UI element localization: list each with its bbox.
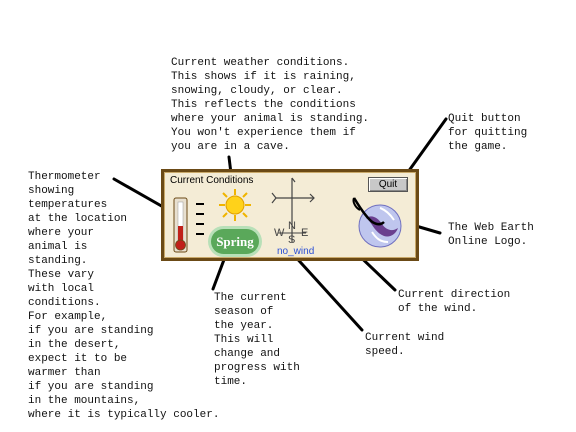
annotation-quit: Quit button for quitting the game. <box>448 113 528 153</box>
annotation-wind-direction: Current direction of the wind. <box>398 289 511 315</box>
leader-wind-speed <box>290 251 364 332</box>
annotation-logo: The Web Earth Online Logo. <box>448 222 534 248</box>
season-badge: Spring <box>211 229 259 254</box>
wind-speed-value: no_wind <box>277 246 315 257</box>
sun-icon <box>219 189 251 221</box>
season-label: Spring <box>216 234 254 249</box>
compass-north-label: N <box>288 220 296 232</box>
compass-south-label: S <box>288 234 295 246</box>
panel-title: Current Conditions <box>170 175 254 186</box>
annotation-weather: Current weather conditions. This shows i… <box>171 57 370 153</box>
quit-button[interactable]: Quit <box>368 177 408 192</box>
current-conditions-panel: Current Conditions Quit Spring <box>161 169 419 261</box>
wind-direction-indicator: N S E W <box>271 177 315 246</box>
annotation-season: The current season of the year. This wil… <box>214 292 300 388</box>
annotation-thermometer: Thermometer showing temperatures at the … <box>28 171 220 421</box>
annotation-wind-speed: Current wind speed. <box>365 332 445 358</box>
leader-quit <box>406 117 448 174</box>
thermometer-icon <box>173 197 204 253</box>
web-earth-logo-icon <box>352 197 402 248</box>
